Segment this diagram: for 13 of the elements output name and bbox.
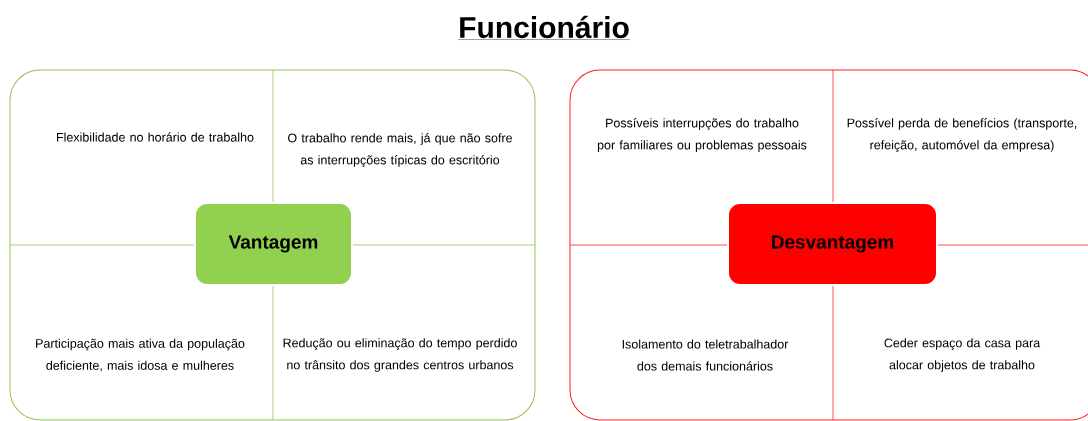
title: Funcionário [457,15,631,40]
cell-text: Possível perda de benefícios (transporte, refeição, automóvel da empresa) [847,118,1077,152]
panel-box [569,69,1088,421]
cell-text: Redução ou eliminação do tempo perdido no trânsito dos grandes centros urbanos [283,338,517,372]
cell-text: O trabalho rende mais, já que não sofre as interrupções típicas do escritório [288,133,512,167]
cell-text: Isolamento do teletrabalhador dos demais funcionários [622,339,789,371]
cell-text: Ceder espaço da casa para alocar objetos de trabalho [884,338,1041,372]
cell-text: Participação mais ativa da população deficiente, mais idosa e mulheres [36,338,245,372]
center-box: Vantagem [194,202,353,286]
center-box: Desvantagem [727,202,938,286]
cell-text: Possíveis interrupções do trabalho por familiares ou problemas pessoais [597,118,807,152]
panel-box [9,69,536,421]
cell-text: Flexibilidade no horário de trabalho [57,132,254,142]
